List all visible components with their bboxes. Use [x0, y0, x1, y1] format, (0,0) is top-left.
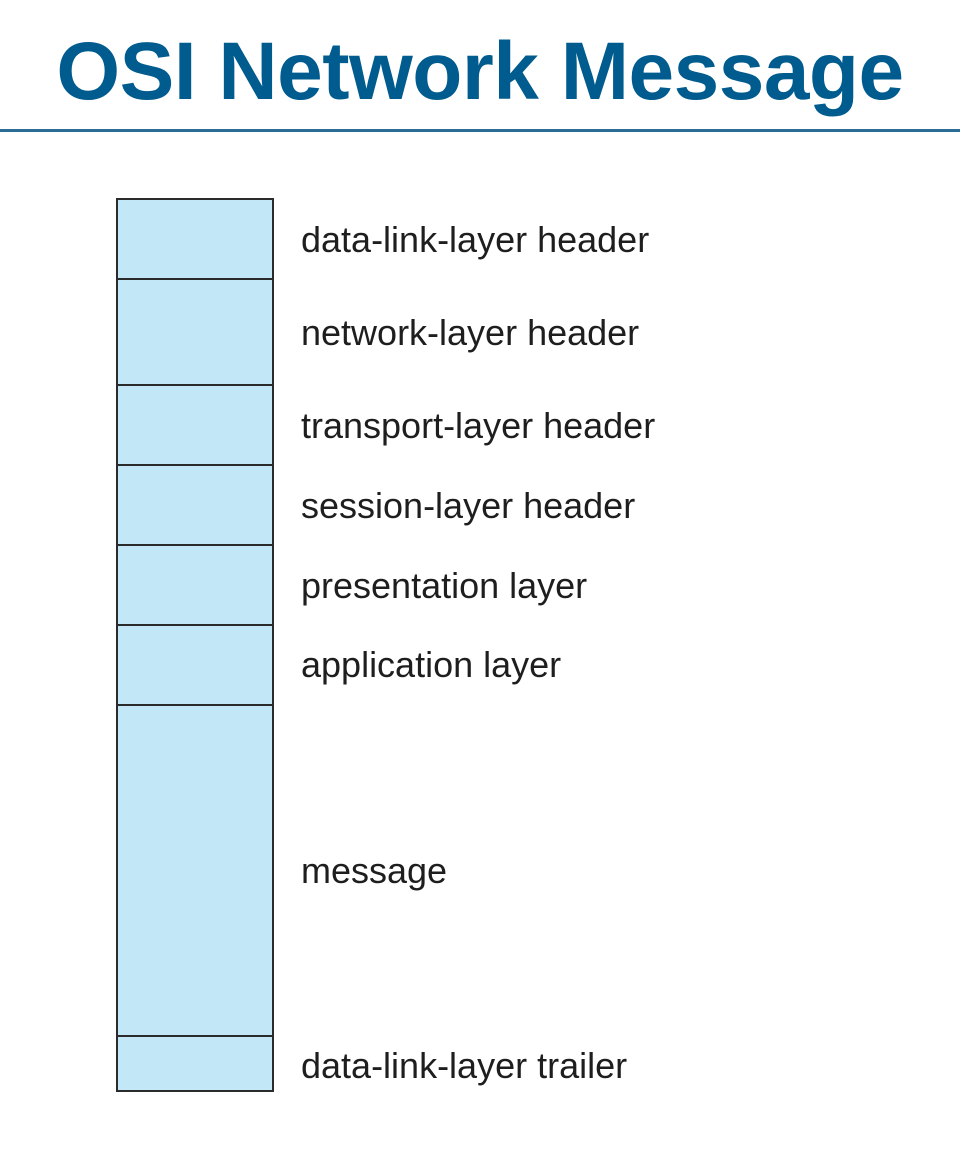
message-stack — [116, 198, 276, 1092]
title-divider — [0, 129, 960, 132]
segment-presentation-layer — [116, 544, 274, 626]
diagram-title: OSI Network Message — [56, 26, 904, 117]
label-application-layer: application layer — [301, 644, 562, 685]
segment-network-header — [116, 278, 274, 386]
label-data-link-header: data-link-layer header — [301, 219, 650, 260]
segment-application-layer — [116, 624, 274, 706]
label-transport-header: transport-layer header — [301, 405, 656, 446]
segment-data-link-trailer — [116, 1035, 274, 1092]
label-data-link-trailer: data-link-layer trailer — [301, 1045, 628, 1086]
label-presentation-layer: presentation layer — [301, 565, 588, 606]
label-network-header: network-layer header — [301, 312, 640, 353]
segment-data-link-header — [116, 198, 274, 280]
segment-message — [116, 704, 274, 1037]
label-message: message — [301, 850, 448, 891]
label-session-header: session-layer header — [301, 485, 636, 526]
segment-session-header — [116, 464, 274, 546]
segment-transport-header — [116, 384, 274, 466]
